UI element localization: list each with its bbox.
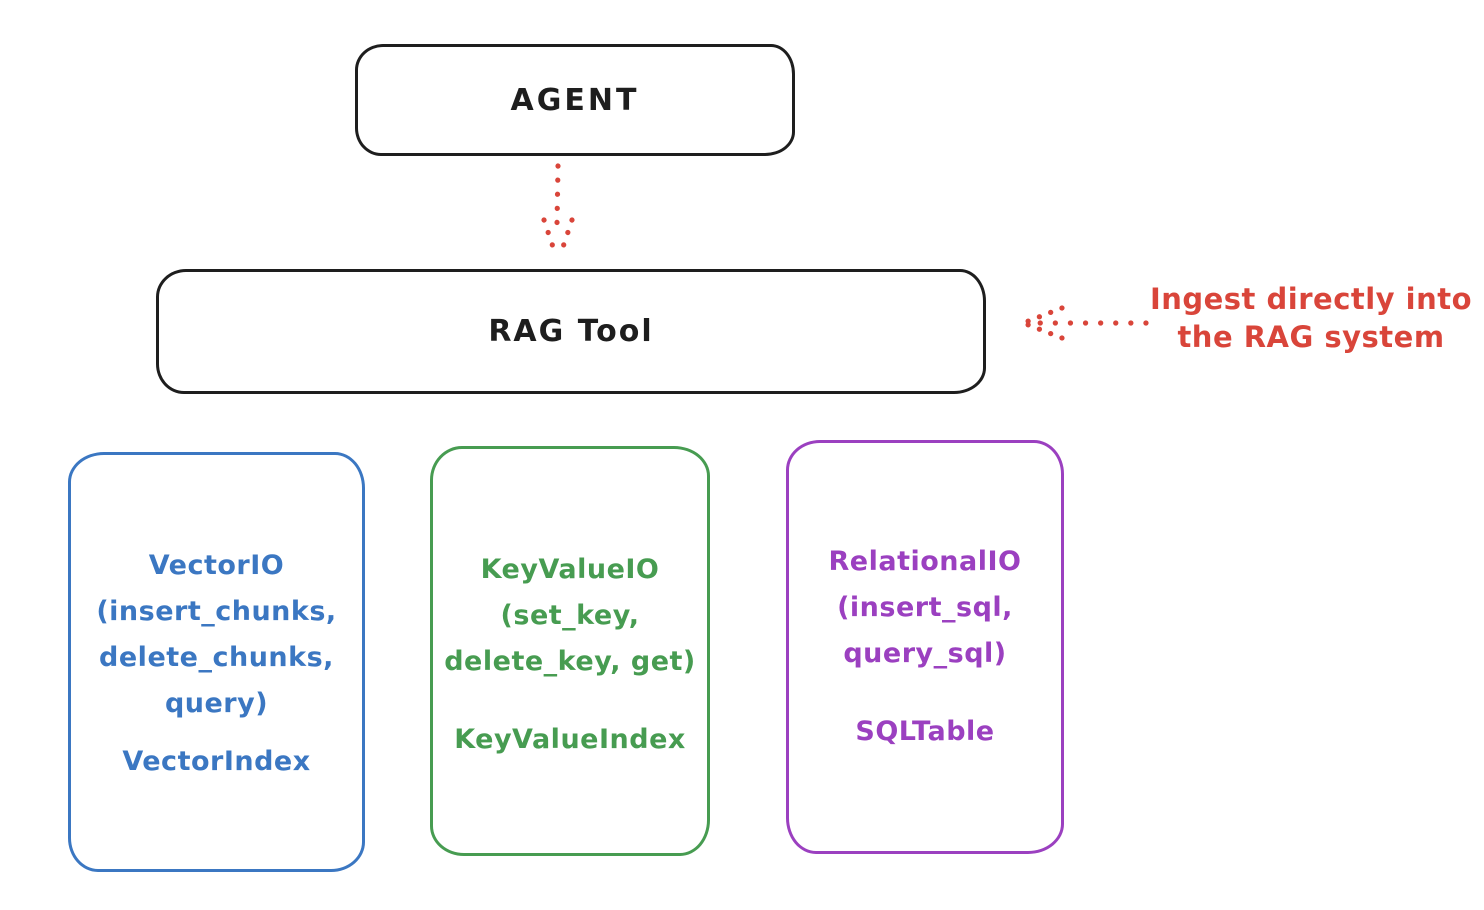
box-text-line: (set_key, xyxy=(500,600,640,631)
box-text-line: query_sql) xyxy=(843,638,1007,669)
box-text-line: KeyValueIO xyxy=(480,554,660,585)
vector-index-label: VectorIndex xyxy=(122,746,311,777)
relational-io-text: RelationalIO (insert_sql, query_sql) SQL… xyxy=(789,539,1061,755)
agent-label: AGENT xyxy=(510,82,640,118)
box-text-line: RelationalIO xyxy=(828,546,1022,577)
ingest-annotation: Ingest directly into the RAG system xyxy=(1145,280,1477,356)
keyvalue-io-text: KeyValueIO (set_key, delete_key, get) Ke… xyxy=(433,547,707,763)
keyvalue-io-node: KeyValueIO (set_key, delete_key, get) Ke… xyxy=(430,446,710,856)
relational-io-node: RelationalIO (insert_sql, query_sql) SQL… xyxy=(786,440,1064,854)
vector-io-text: VectorIO (insert_chunks, delete_chunks, … xyxy=(71,543,362,785)
sql-table-label: SQLTable xyxy=(855,716,995,747)
rag-tool-label: RAG Tool xyxy=(488,314,654,349)
left-dotted-arrow-icon xyxy=(1023,305,1149,341)
box-text-line: (insert_sql, xyxy=(837,592,1013,623)
agent-node: AGENT xyxy=(355,44,795,156)
vector-io-node: VectorIO (insert_chunks, delete_chunks, … xyxy=(68,452,365,872)
box-text-line: query) xyxy=(164,688,269,719)
box-text-line: delete_key, get) xyxy=(444,646,696,677)
annotation-line: the RAG system xyxy=(1177,320,1445,354)
box-text-line: VectorIO xyxy=(148,550,285,581)
rag-tool-node: RAG Tool xyxy=(156,269,986,394)
annotation-line: Ingest directly into xyxy=(1149,282,1473,316)
box-text-line: (insert_chunks, xyxy=(96,596,337,627)
keyvalue-index-label: KeyValueIndex xyxy=(454,724,686,755)
down-dotted-arrow-icon xyxy=(541,163,575,259)
box-text-line: delete_chunks, xyxy=(99,642,334,673)
